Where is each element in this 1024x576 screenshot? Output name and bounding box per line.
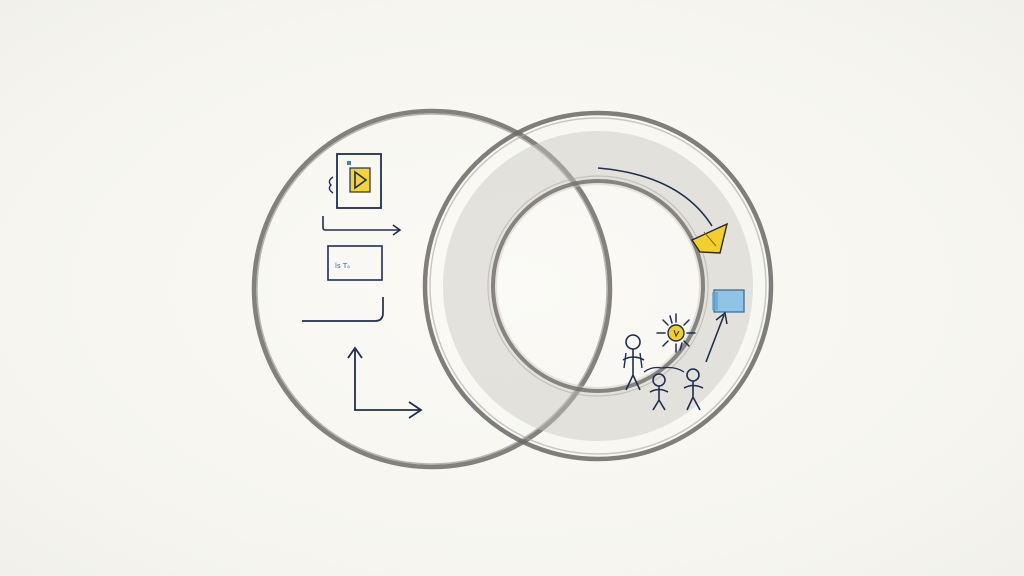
curved-arrow (597, 167, 713, 227)
person-icon (683, 368, 704, 411)
sparkle-icon (656, 313, 696, 353)
play-video-icon (328, 153, 382, 209)
blue-square-icon (712, 289, 745, 313)
upward-arrow (705, 311, 728, 363)
left-ring (251, 108, 613, 470)
connector-line (643, 366, 685, 373)
bracket-line (302, 297, 384, 322)
right-ring (422, 110, 774, 462)
person-icon (649, 373, 669, 411)
text-box-icon: ls Tₐ (327, 245, 383, 281)
person-icon (622, 334, 645, 391)
arrow-right-icon (322, 216, 402, 236)
yellow-pointer-icon (690, 222, 729, 254)
corner-arrow-icon (347, 346, 423, 419)
text-box-caption: ls Tₐ (335, 262, 350, 270)
